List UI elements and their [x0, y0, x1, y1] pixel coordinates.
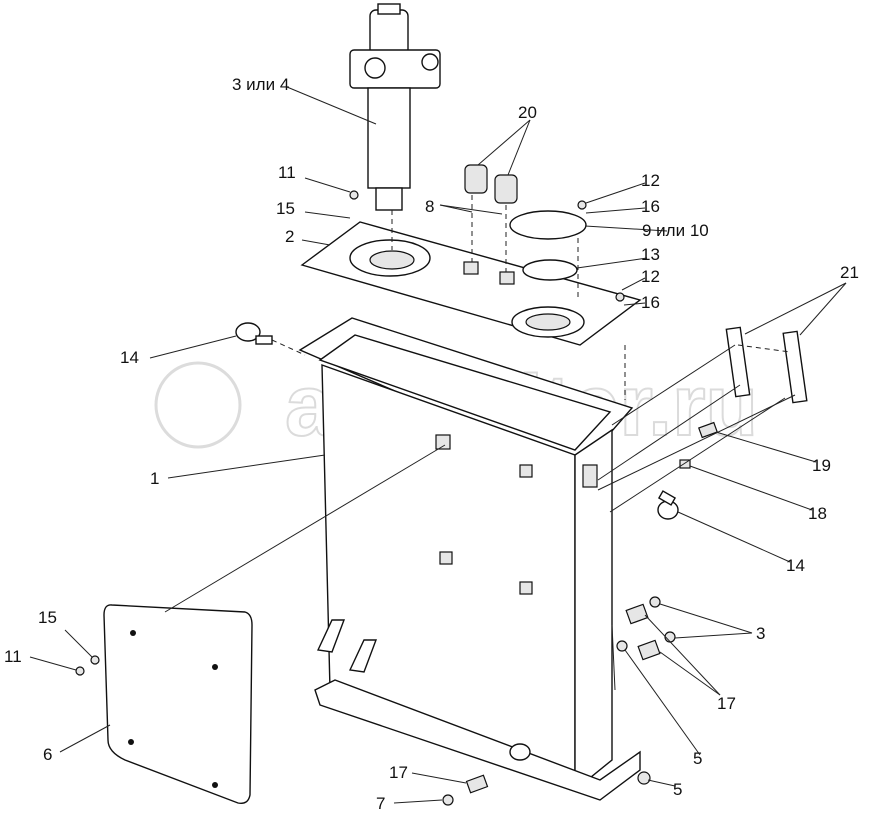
brackets: [725, 326, 808, 404]
callout-labels: 3 или 4 20 11 12 15 8 16 2 9 или 10 13 1…: [4, 75, 859, 813]
callout-label: 16: [641, 293, 660, 312]
callout-label: 8: [425, 197, 434, 216]
callout-label: 2: [285, 227, 294, 246]
side-panel: [103, 604, 253, 805]
leader-lines: [29, 86, 847, 804]
callout-label: 1: [150, 469, 159, 488]
callout-label: 17: [717, 694, 736, 713]
dashed-assembly-lines: [271, 195, 791, 400]
cover-plate: [509, 210, 587, 240]
callout-label: 17: [389, 763, 408, 782]
tank: [298, 317, 641, 801]
eye-bolts: [235, 322, 679, 520]
callout-label: 11: [4, 647, 22, 666]
o-ring: [522, 259, 578, 281]
callout-label: 13: [641, 245, 660, 264]
callout-label: 18: [808, 504, 827, 523]
callout-label: 21: [840, 263, 859, 282]
gasket-plate: [300, 221, 642, 346]
callout-label: 12: [641, 267, 660, 286]
callout-label: 15: [38, 608, 57, 627]
callout-label: 15: [276, 199, 295, 218]
callout-label: 16: [641, 197, 660, 216]
callout-label: 3: [756, 624, 765, 643]
callout-label: 14: [120, 348, 139, 367]
callout-label: 9 или 10: [642, 221, 709, 240]
callout-label: 19: [812, 456, 831, 475]
callout-label: 5: [693, 749, 702, 768]
callout-label: 11: [278, 163, 296, 182]
callout-label: 6: [43, 745, 52, 764]
callout-label: 7: [376, 794, 385, 813]
callout-label: 5: [673, 780, 682, 799]
filter-assembly: [349, 3, 441, 211]
callout-label: 12: [641, 171, 660, 190]
callout-label: 14: [786, 556, 805, 575]
callout-label: 20: [518, 103, 537, 122]
caps: [463, 164, 518, 285]
callout-label: 3 или 4: [232, 75, 289, 94]
